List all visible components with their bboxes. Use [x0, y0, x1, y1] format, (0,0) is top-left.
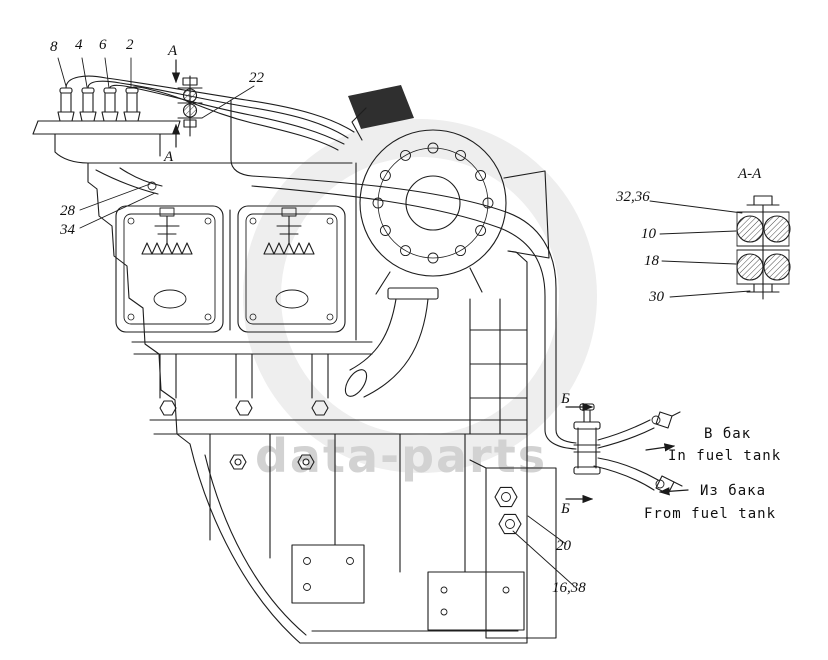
callout-28: 28	[60, 203, 75, 219]
tank-fittings	[544, 403, 683, 495]
callout-6: 6	[99, 37, 107, 53]
turbocharger	[348, 85, 550, 295]
engine-block	[87, 162, 528, 644]
section-marker-a-mid: А	[164, 149, 174, 165]
leader-lines	[57, 57, 751, 587]
callout-34: 34	[60, 222, 75, 238]
to-tank-label-en: In fuel tank	[668, 448, 782, 464]
callout-20: 20	[556, 538, 571, 554]
valve-cover-right	[237, 205, 346, 333]
section-marker-a-top: А	[168, 43, 178, 59]
callout-22: 22	[249, 70, 264, 86]
section-view-title: А-А	[738, 166, 762, 182]
to-tank-label-ru: В бак	[704, 426, 752, 442]
exhaust-elbow	[344, 287, 439, 398]
watermark-text: data-parts	[255, 429, 547, 483]
callout-16-38: 16,38	[552, 580, 586, 596]
section-markers	[171, 59, 689, 504]
callout-32-36: 32,36	[616, 189, 650, 205]
callout-4: 4	[75, 37, 83, 53]
fuel-filter-assembly	[32, 87, 181, 164]
watermark-ring: data-parts	[243, 119, 597, 483]
callout-30: 30	[649, 289, 664, 305]
from-tank-label-ru: Из бака	[700, 483, 767, 499]
section-marker-b-bottom: Б	[561, 501, 570, 517]
hose-clamp-section-cut	[177, 75, 203, 137]
section-view-a-a	[736, 195, 791, 300]
callout-8: 8	[50, 39, 58, 55]
section-marker-b-top: Б	[561, 391, 570, 407]
valve-cover-left	[115, 205, 224, 333]
callout-10: 10	[641, 226, 656, 242]
fuel-supply-lines	[65, 75, 557, 431]
mounting-bracket-plate	[469, 459, 557, 639]
callout-18: 18	[644, 253, 659, 269]
callout-2: 2	[126, 37, 134, 53]
from-tank-label-en: From fuel tank	[644, 506, 777, 522]
